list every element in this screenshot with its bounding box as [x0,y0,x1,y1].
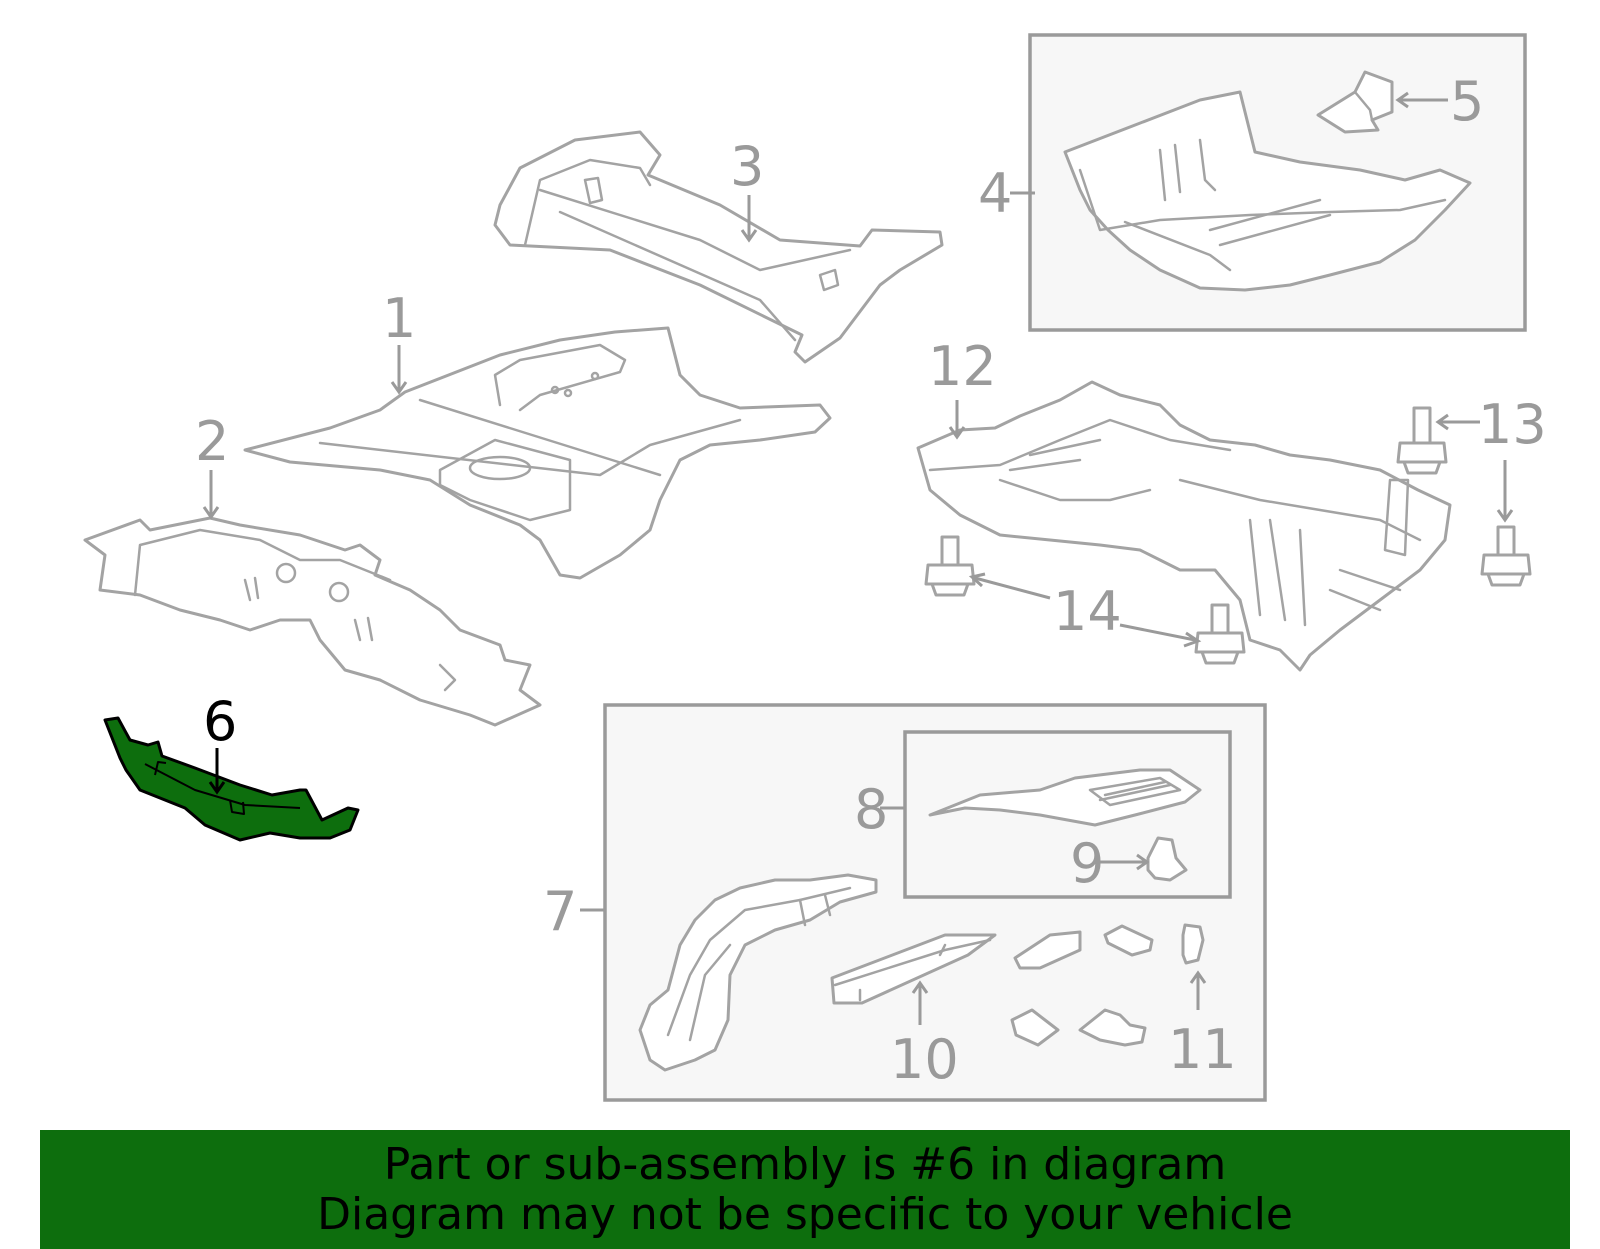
part-small-bracket-d[interactable] [1078,1008,1147,1047]
banner-line-2: Diagram may not be specific to your vehi… [317,1189,1293,1240]
part-14-bolt-left[interactable] [924,535,976,597]
part-2-rear-panel[interactable] [83,516,542,727]
callout-9: 9 [1070,832,1104,895]
part-7-wheelhouse[interactable] [638,873,878,1072]
highlight-banner: Part or sub-assembly is #6 in diagram Di… [40,1130,1570,1249]
part-6-bracket-highlighted[interactable] [103,716,360,842]
part-9-clip[interactable] [1146,836,1188,882]
callout-6: 6 [203,690,237,753]
callout-11: 11 [1168,1018,1237,1081]
callout-8: 8 [854,778,888,841]
part-14-bolt-right[interactable] [1194,603,1246,665]
callout-7: 7 [543,880,577,943]
callout-4: 4 [978,162,1012,225]
callout-12: 12 [928,335,997,398]
callout-14: 14 [1053,580,1122,643]
part-small-bracket-a[interactable] [1013,930,1082,970]
callout-5: 5 [1450,70,1484,133]
callout-labels: 1 2 3 4 5 6 7 8 9 10 11 12 13 14 [195,70,1547,1091]
part-10-rail[interactable] [830,933,997,1005]
callout-1: 1 [382,287,416,350]
callout-10: 10 [890,1028,959,1091]
part-5-small-bracket[interactable] [1316,70,1394,134]
part-1-floor-pan[interactable] [243,326,832,580]
part-3-cross-member[interactable] [493,130,944,364]
leader-lines [202,91,1514,1025]
part-4-spare-tub[interactable] [1063,90,1472,292]
banner-line-1: Part or sub-assembly is #6 in diagram [383,1139,1227,1190]
callout-3: 3 [730,135,764,198]
part-small-bracket-b[interactable] [1103,924,1154,957]
callout-2: 2 [195,410,229,473]
part-11-clip[interactable] [1181,923,1205,965]
part-13-bolt-upper[interactable] [1396,406,1448,475]
part-13-bolt-lower[interactable] [1480,525,1532,587]
part-12-underbody-pan[interactable] [916,380,1452,672]
part-8-floor-side-panel[interactable] [928,768,1202,827]
callout-13: 13 [1478,393,1547,456]
part-small-bracket-c[interactable] [1010,1008,1060,1047]
